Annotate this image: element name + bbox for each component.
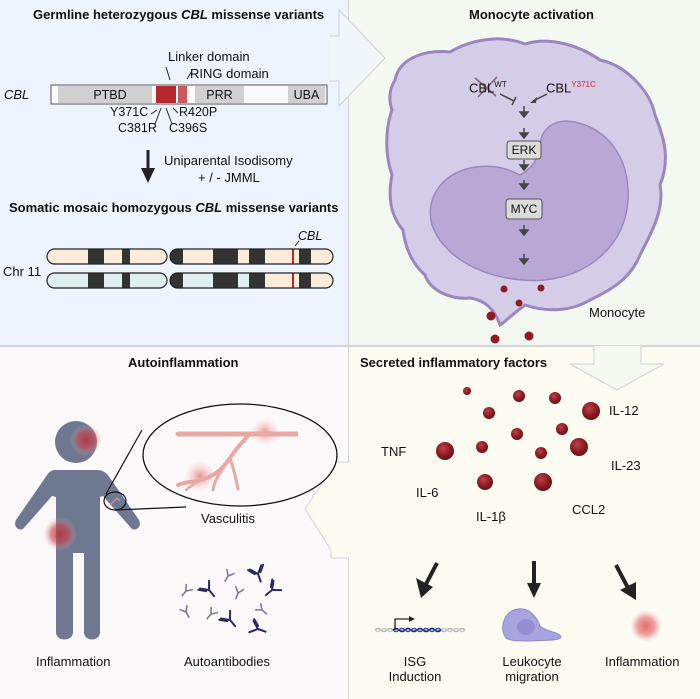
flow-arrow-right	[329, 8, 386, 108]
flow-arrow-down	[569, 346, 665, 391]
cbl-mutant-label: CBLY371C	[546, 80, 596, 96]
jmml-label: + / - JMML	[198, 170, 260, 185]
ring-domain	[178, 86, 187, 103]
monocyte-label: Monocyte	[589, 305, 646, 320]
variant-r420p: R420P	[179, 105, 218, 119]
leukocyte-icon	[502, 608, 562, 642]
human-figure	[15, 421, 140, 640]
ring-domain-label: RING domain	[190, 66, 269, 81]
vertical-divider	[348, 0, 349, 699]
arrow-isg	[423, 562, 439, 587]
factor-ccl2: CCL2	[572, 502, 606, 517]
inflammation-label: Inflammation	[36, 654, 111, 669]
monocyte-title: Monocyte activation	[469, 7, 594, 22]
dna-icon	[374, 616, 466, 633]
uba-domain	[288, 86, 325, 103]
inflammation-spot	[630, 610, 662, 642]
factor-il23: IL-23	[611, 458, 641, 473]
variant-c396s: C396S	[169, 121, 208, 135]
somatic-title: Somatic mosaic homozygous CBL missense v…	[9, 200, 339, 215]
prr-domain	[195, 86, 244, 103]
factor-il6: IL-6	[416, 485, 439, 500]
linker-domain	[156, 86, 176, 103]
arrow-inflammation	[614, 564, 630, 589]
factor-il1b: IL-1β	[476, 509, 506, 524]
chromosome-2	[47, 273, 167, 288]
torso-arms	[15, 470, 140, 640]
blood-vessel	[175, 431, 299, 492]
germline-title: Germline heterozygous CBL missense varia…	[33, 7, 325, 22]
autoantibodies-icon	[179, 563, 283, 634]
autoinflammation-illustration	[15, 403, 338, 640]
outcome-arrows	[416, 561, 636, 600]
cbl-protein-diagram	[50, 66, 328, 183]
outcome-inflammation: Inflammation	[605, 654, 680, 669]
pathway-arrows	[518, 106, 530, 266]
variant-y371c: Y371C	[110, 105, 149, 119]
ptbd-domain	[58, 86, 152, 103]
factor-il12: IL-12	[609, 403, 639, 418]
myc-label: MYC	[510, 202, 538, 216]
uba-label: UBA	[293, 88, 320, 102]
cbl-wt-strike	[474, 77, 497, 97]
chromosome-diagram	[46, 240, 334, 289]
linker-domain-label: Linker domain	[168, 49, 250, 64]
erk-box	[506, 140, 542, 160]
inhibit-arrow	[499, 93, 515, 102]
horizontal-divider	[0, 345, 700, 347]
prr-label: PRR	[206, 88, 233, 102]
cytokine-particles	[436, 387, 600, 491]
variant-c381r: C381R	[118, 121, 157, 135]
chromosome-label: Chr 11	[3, 264, 42, 279]
ptbd-label: PTBD	[93, 88, 127, 102]
chromosome-cbl-label: CBL	[298, 229, 323, 243]
secreted-cytokines	[486, 284, 545, 344]
transcription-start-arrow	[394, 618, 411, 630]
autoantibodies-label: Autoantibodies	[184, 654, 271, 669]
cbl-wt-label: CBLWT	[469, 80, 507, 96]
vasculitis-callout	[142, 403, 338, 507]
myc-box	[505, 198, 543, 220]
factor-tnf: TNF	[381, 444, 407, 459]
chromosome-1	[47, 249, 167, 264]
vasculitis-label: Vasculitis	[201, 511, 255, 526]
secreted-title: Secreted inflammatory factors	[360, 355, 548, 370]
uniparental-isodisomy-label: Uniparental Isodisomy	[164, 153, 293, 168]
head-inflammation	[70, 424, 102, 456]
cbl-gene-label: CBL	[4, 87, 30, 102]
autoinflammation-title: Autoinflammation	[128, 355, 239, 370]
body-inflammation	[43, 517, 77, 551]
erk-label: ERK	[511, 143, 537, 157]
arm-magnify-circle	[103, 491, 127, 511]
